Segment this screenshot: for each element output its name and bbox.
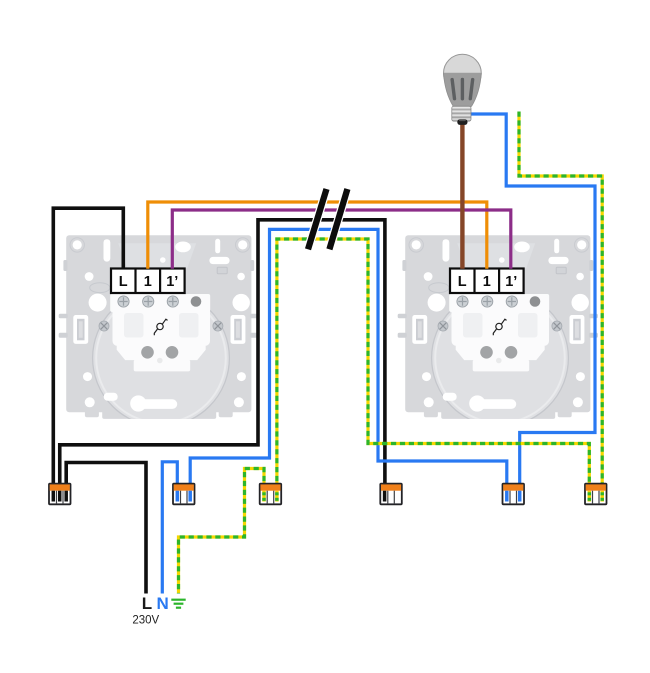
svg-text:230V: 230V xyxy=(132,615,159,627)
svg-text:N: N xyxy=(157,594,169,613)
svg-text:L: L xyxy=(142,594,152,613)
